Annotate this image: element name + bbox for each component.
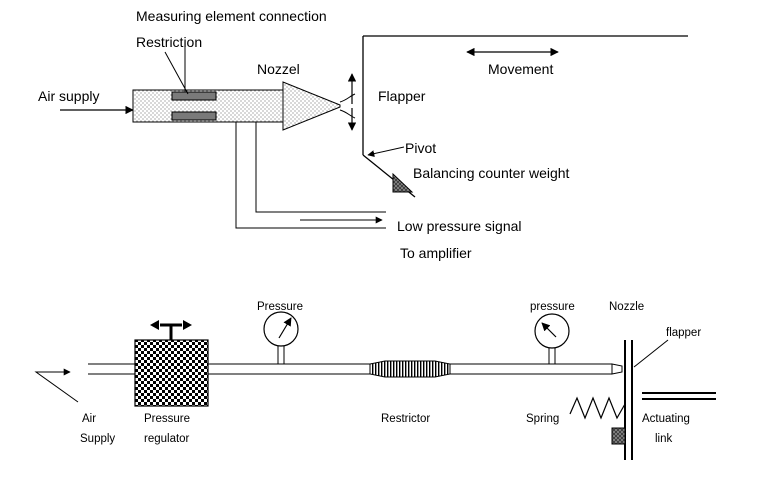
label-regulator: regulator (144, 433, 190, 445)
bottom-diagram: Air Supply Pressure regulator Pressure R… (34, 301, 716, 460)
label-spring: Spring (526, 413, 559, 425)
gauge1-needle (278, 317, 292, 339)
label-to-amplifier: To amplifier (400, 245, 472, 261)
pressure-gauge-2 (534, 313, 570, 349)
regulator-handle-arrow-right (183, 320, 192, 330)
restriction-block-lower (171, 111, 217, 121)
label-restrictor: Restrictor (381, 413, 430, 425)
label-air-supply: Air supply (38, 88, 99, 104)
restriction-pointer (164, 51, 189, 95)
flapper-pointer (633, 339, 669, 368)
pressure-gauge-1 (263, 311, 299, 347)
label-gauge-1: Pressure (257, 301, 303, 313)
label-movement: Movement (488, 61, 553, 77)
regulator-handle-arrow-left (150, 320, 159, 330)
label-air: Air (82, 413, 96, 425)
restrictor (369, 360, 451, 378)
air-supply-incoming (34, 371, 79, 403)
nozzle-tip (611, 363, 623, 375)
label-nozzle: Nozzle (609, 301, 644, 313)
signal-tube-outer (235, 122, 386, 229)
label-link: link (655, 433, 673, 445)
label-balancing-counter-weight: Balancing counter weight (413, 165, 570, 181)
nozzle-cone (282, 81, 341, 131)
label-measuring-element-connection: Measuring element connection (136, 8, 327, 24)
label-nozzel: Nozzel (257, 61, 300, 77)
label-flapper: flapper (666, 327, 701, 339)
label-pivot: Pivot (405, 140, 436, 156)
signal-tube-inner (255, 122, 386, 213)
jet-curve-lower (339, 109, 356, 119)
flapper-weight (611, 427, 626, 445)
label-gauge-2: pressure (530, 301, 575, 313)
pivot-pointer (367, 146, 405, 158)
label-flapper: Flapper (378, 88, 426, 104)
label-pressure: Pressure (144, 413, 190, 425)
label-supply: Supply (80, 433, 115, 445)
label-actuating: Actuating (642, 413, 690, 425)
label-low-pressure-signal: Low pressure signal (397, 218, 522, 234)
label-restriction: Restriction (136, 34, 202, 50)
top-diagram: Measuring element connection Restriction… (38, 8, 688, 261)
pressure-regulator (134, 339, 209, 407)
gauge2-needle (541, 322, 557, 338)
restriction-block-upper (171, 91, 217, 101)
spring (569, 396, 626, 420)
jet-curve-upper (339, 93, 356, 103)
counter-weight (392, 172, 414, 193)
